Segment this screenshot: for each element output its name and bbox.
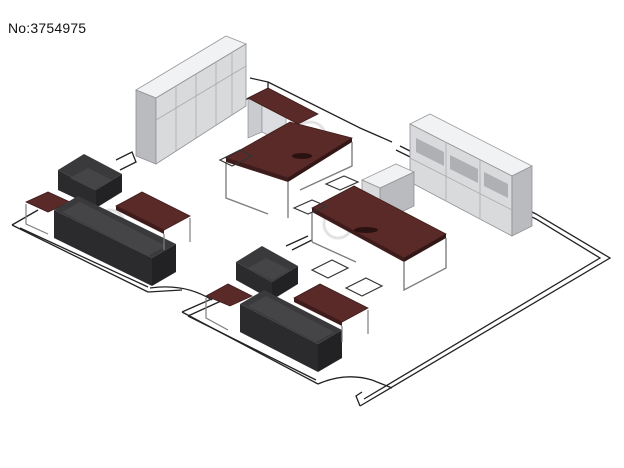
storage-cabinet-right [409, 113, 533, 237]
lounge-set-left [25, 154, 191, 286]
image-id-label: No:3754975 [8, 20, 87, 36]
storage-cabinet-left [135, 35, 247, 165]
executive-desk-l-shaped [225, 87, 354, 218]
meeting-table [311, 163, 447, 292]
visitor-chairs [218, 149, 384, 297]
lounge-set-right [205, 246, 369, 372]
